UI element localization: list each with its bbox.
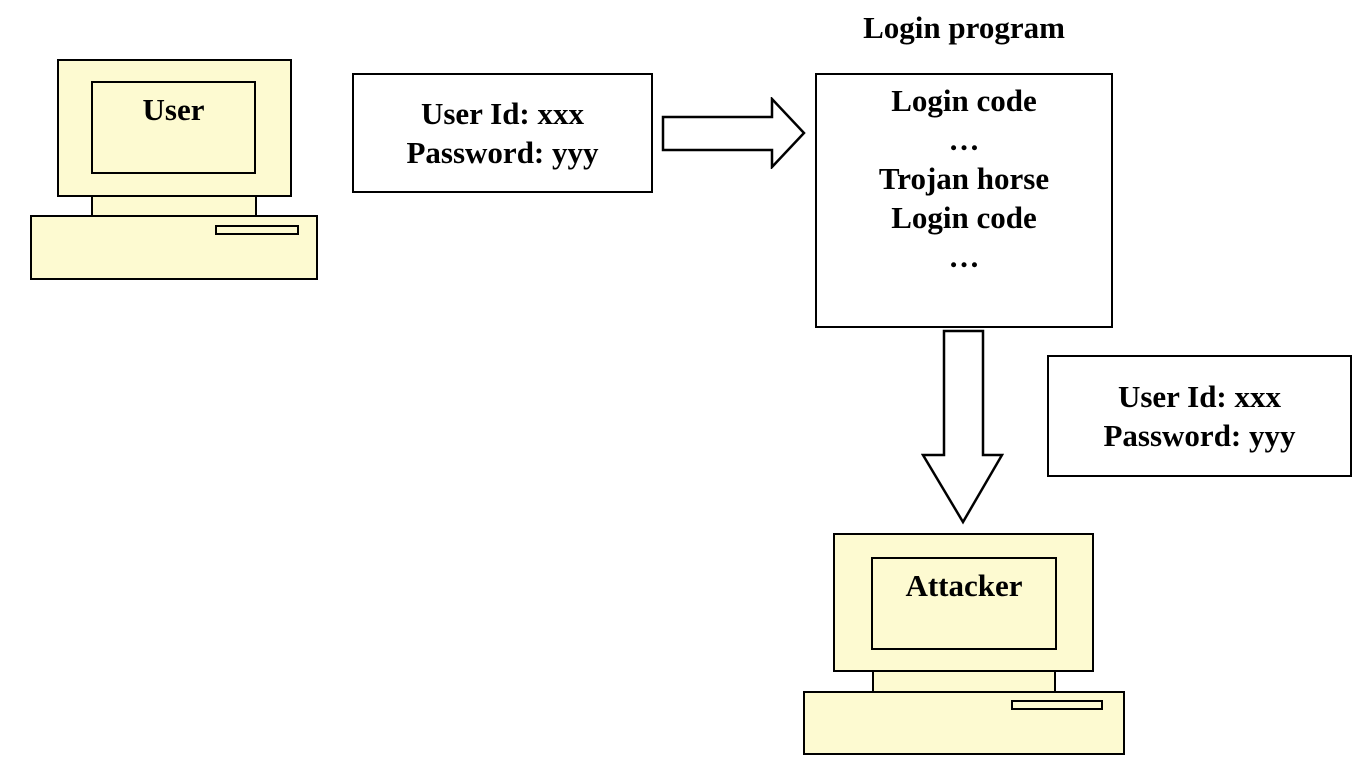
user-label: User <box>142 92 205 127</box>
arrow-right-icon <box>661 97 806 169</box>
login-program-box: Login code … Trojan horse Login code … <box>815 73 1113 328</box>
ellipsis-line: … <box>948 239 980 274</box>
attacker-monitor-stand <box>872 672 1056 691</box>
attacker-screen: Attacker <box>871 557 1057 650</box>
credentials-box-top: User Id: xxx Password: yyy <box>352 73 653 193</box>
credentials-box-bottom: User Id: xxx Password: yyy <box>1047 355 1352 477</box>
user-monitor-stand <box>91 197 257 215</box>
user-screen: User <box>91 81 256 174</box>
attacker-monitor: Attacker <box>833 533 1094 672</box>
attacker-disk-slot-icon <box>1011 700 1103 710</box>
credentials-bottom-line-1: User Id: xxx <box>1117 379 1282 414</box>
credentials-bottom-line-2: Password: yyy <box>1103 418 1296 453</box>
user-computer-base <box>30 215 318 280</box>
login-code-line: Login code <box>891 83 1037 118</box>
attacker-label: Attacker <box>905 568 1023 603</box>
user-disk-slot-icon <box>215 225 299 235</box>
credentials-top-line-2: Password: yyy <box>406 135 599 170</box>
trojan-horse-line: Trojan horse <box>878 161 1050 196</box>
ellipsis-line: … <box>948 122 980 157</box>
login-program-title: Login program <box>863 10 1065 45</box>
user-monitor: User <box>57 59 292 197</box>
attacker-computer-base <box>803 691 1125 755</box>
login-code-line: Login code <box>891 200 1037 235</box>
arrow-down-icon <box>921 329 1004 525</box>
credentials-top-line-1: User Id: xxx <box>420 96 585 131</box>
